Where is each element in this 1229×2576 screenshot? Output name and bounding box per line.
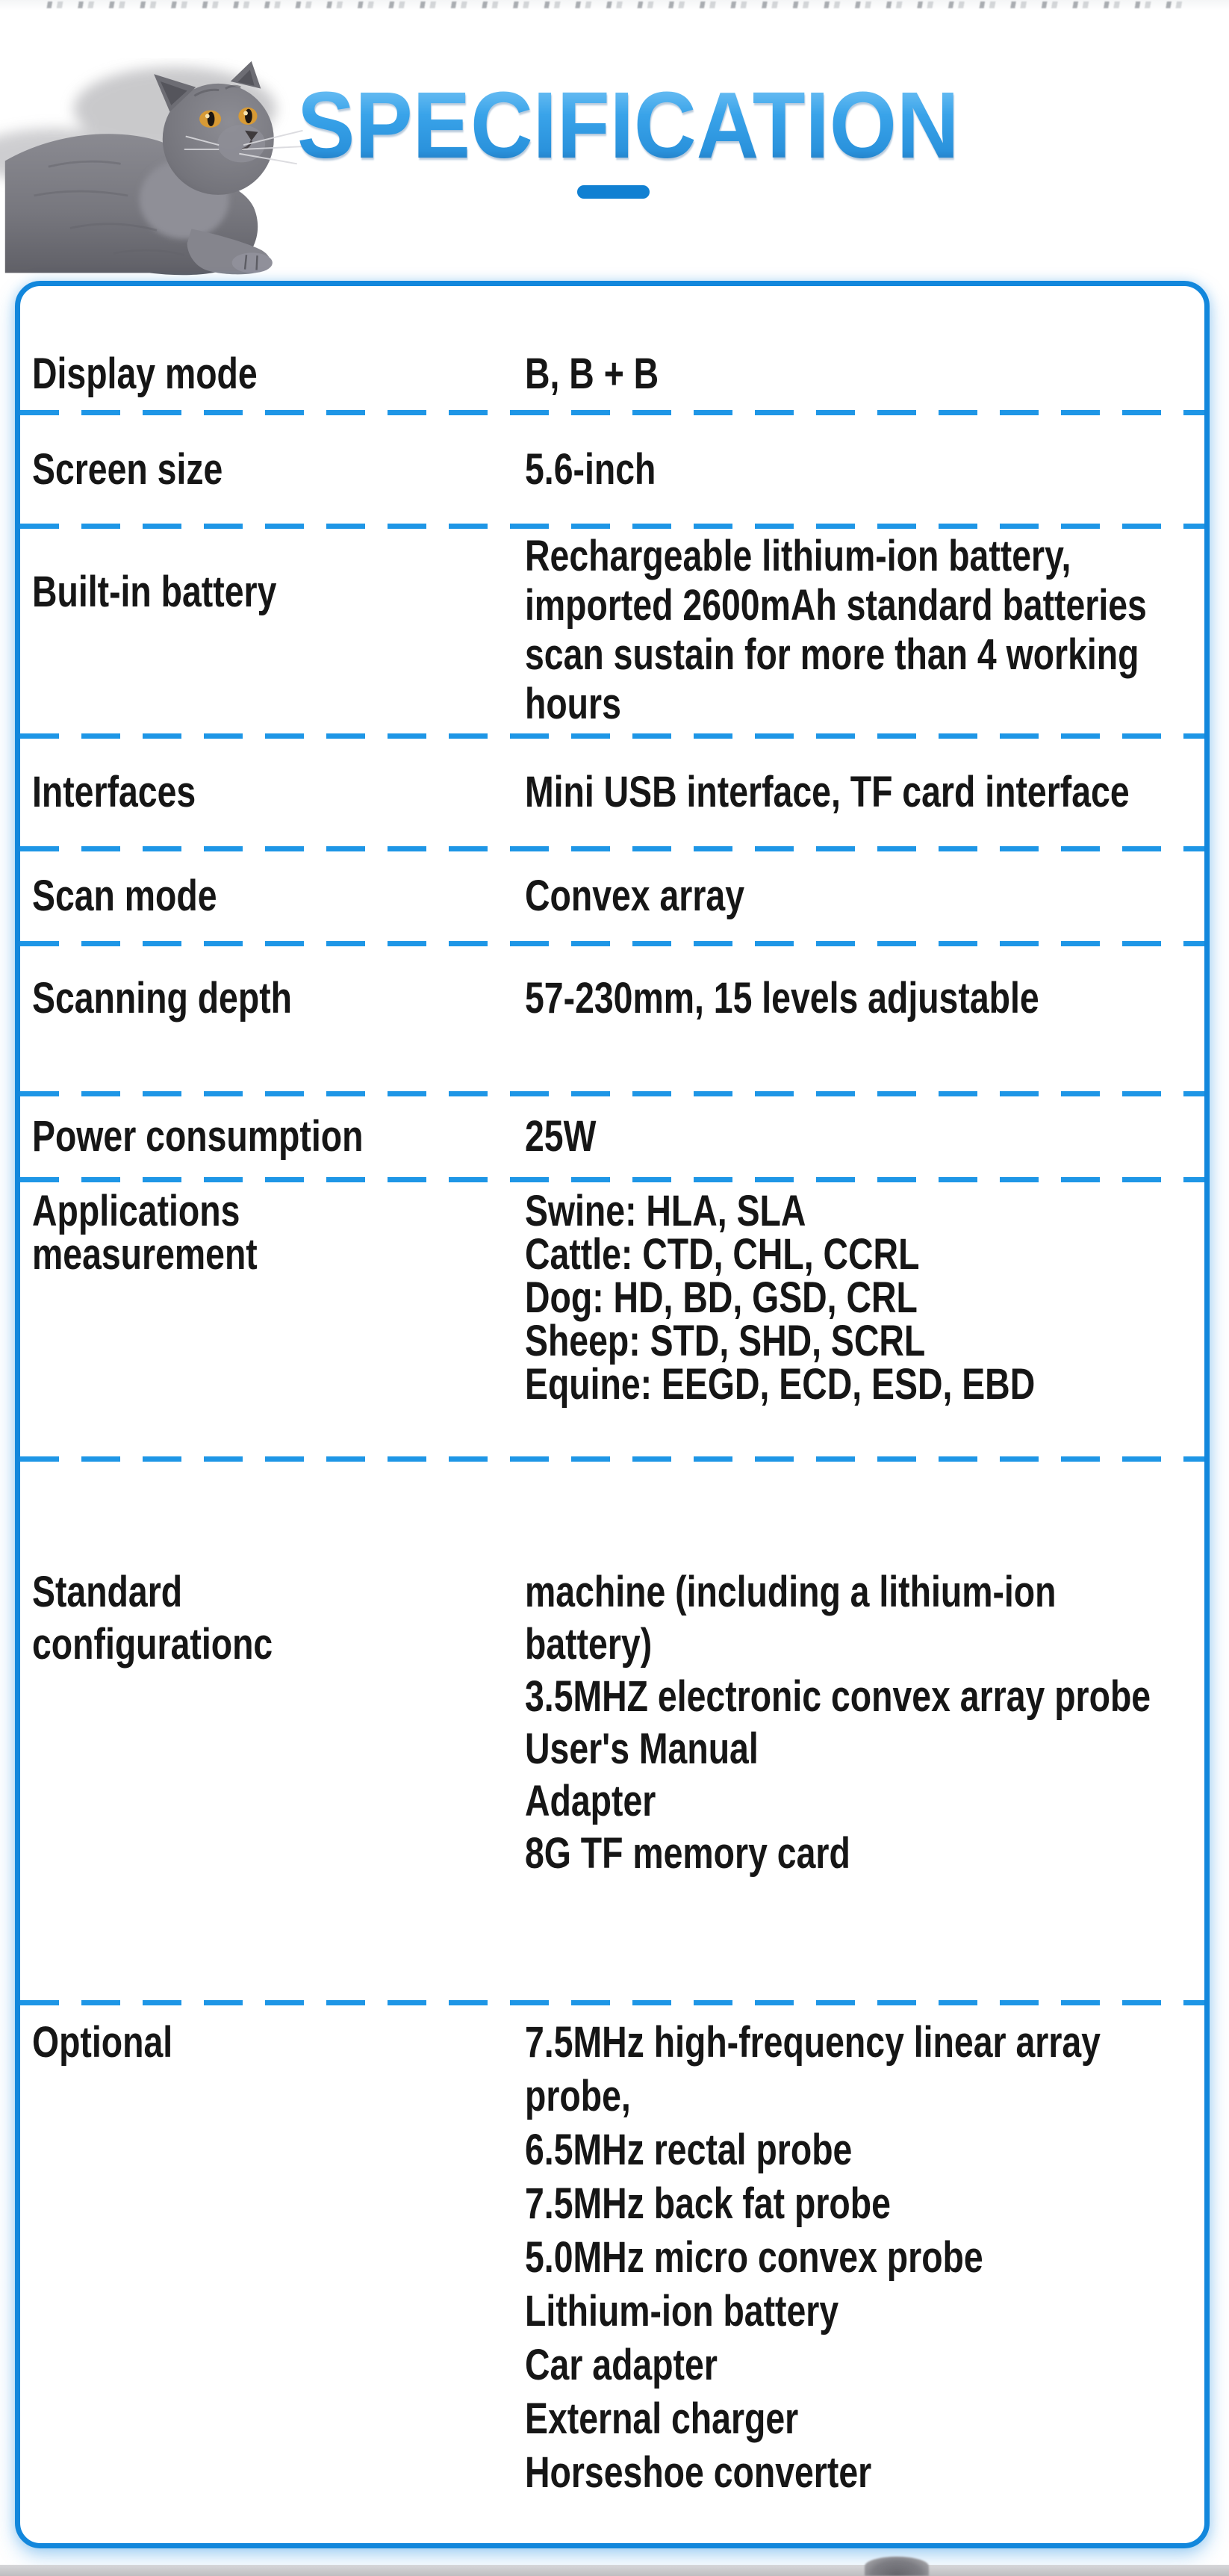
row-divider — [20, 846, 1204, 851]
spec-value-line: User's Manual — [525, 1725, 759, 1773]
cat-nose — [245, 130, 258, 141]
spec-row: Built-in battery Rechargeable lithium-ion… — [20, 529, 1204, 733]
spec-value-line: Sheep: STD, SHD, SCRL — [525, 1317, 926, 1365]
page-title: SPECIFICATION — [297, 70, 959, 181]
cat-eye-left — [199, 110, 222, 128]
spec-value-line: Lithium-ion battery — [525, 2287, 839, 2336]
spec-value: 7.5MHz high-frequency linear array probe,… — [525, 2005, 1204, 2500]
spec-row: Interfaces Mini USB interface, TF card in… — [20, 739, 1204, 846]
spec-value-line: battery) — [525, 1620, 653, 1669]
cat-photo — [0, 60, 305, 276]
spec-row: Scan mode Convex array — [20, 851, 1204, 941]
spec-value-line: Cattle: CTD, CHL, CCRL — [525, 1230, 920, 1279]
spec-label: Display mode — [20, 348, 525, 400]
spec-row: Optional 7.5MHz high-frequency linear arr… — [20, 2005, 1204, 2543]
spec-value-line: 7.5MHz back fat probe — [525, 2179, 891, 2228]
spec-label-line: Screen size — [32, 444, 223, 494]
spec-value-line: Equine: EEGD, ECD, ESD, EBD — [525, 1360, 1036, 1409]
spec-value-line: 5.0MHz micro convex probe — [525, 2233, 983, 2282]
top-edge-artifact-marks — [41, 1, 1192, 8]
spec-label-line: Power consumption — [32, 1112, 364, 1161]
spec-row: Screen size 5.6-inch — [20, 415, 1204, 524]
spec-value-line: Car adapter — [525, 2341, 718, 2389]
spec-label: Interfaces — [20, 766, 525, 819]
spec-label: Screen size — [20, 444, 525, 496]
spec-value-line: 25W — [525, 1112, 597, 1161]
spec-label-line: Optional — [32, 2018, 173, 2067]
spec-value-line: imported 2600mAh standard batteries — [525, 581, 1147, 630]
cat-whiskers — [184, 129, 305, 165]
row-divider — [20, 2000, 1204, 2005]
spec-label-line: Built-in battery — [32, 568, 277, 616]
spec-value-line: B, B + B — [525, 350, 659, 398]
bottom-edge-photo-fragment — [865, 2557, 929, 2576]
spec-label-line: configurationc — [32, 1620, 273, 1669]
spec-label-line: measurement — [32, 1230, 258, 1279]
spec-value-line: Horseshoe converter — [525, 2448, 872, 2497]
spec-value-line: Dog: HD, BD, GSD, CRL — [525, 1273, 918, 1322]
spec-label: Scanning depth — [20, 972, 525, 1025]
spec-label-line: Standard — [32, 1568, 183, 1616]
spec-row: Scanning depth 57-230mm, 15 levels adjust… — [20, 946, 1204, 1091]
spec-label-line: Applications — [32, 1187, 240, 1235]
row-divider — [20, 941, 1204, 946]
spec-value-line: Rechargeable lithium-ion battery, — [525, 532, 1071, 580]
spec-value: 5.6-inch — [525, 444, 1204, 496]
spec-value-line: 6.5MHz rectal probe — [525, 2126, 853, 2174]
spec-label: Scan mode — [20, 870, 525, 922]
spec-value: Rechargeable lithium-ion battery,importe… — [525, 529, 1204, 729]
spec-value-line: 7.5MHz high-frequency linear array — [525, 2018, 1101, 2067]
spec-value-line: Swine: HLA, SLA — [525, 1187, 806, 1235]
spec-value: Mini USB interface, TF card interface — [525, 766, 1204, 819]
row-divider — [20, 733, 1204, 739]
row-divider — [20, 1456, 1204, 1462]
spec-value-line: 5.6-inch — [525, 444, 656, 494]
row-divider — [20, 524, 1204, 529]
spec-label-line: Display mode — [32, 350, 258, 398]
spec-label-line: Interfaces — [32, 768, 196, 816]
spec-label: Optional — [20, 2005, 525, 2070]
spec-value-line: 3.5MHZ electronic convex array probe — [525, 1672, 1151, 1721]
spec-value-line: Mini USB interface, TF card interface — [525, 768, 1130, 816]
cat-eye-right — [238, 107, 258, 125]
spec-value: Convex array — [525, 870, 1204, 922]
spec-value-line: hours — [525, 680, 621, 728]
spec-label-line: Scanning depth — [32, 973, 292, 1022]
row-divider — [20, 410, 1204, 415]
spec-label: Power consumption — [20, 1111, 525, 1163]
spec-value: 25W — [525, 1111, 1204, 1163]
title-underline — [577, 185, 650, 199]
spec-label: Built-in battery — [20, 529, 525, 617]
spec-value-line: scan sustain for more than 4 working — [525, 630, 1139, 679]
spec-value-line: Convex array — [525, 872, 745, 920]
spec-value-line: 8G TF memory card — [525, 1829, 850, 1878]
spec-value-line: Adapter — [525, 1777, 656, 1825]
spec-value: B, B + B — [525, 348, 1204, 400]
top-edge-artifact — [0, 0, 1229, 10]
spec-row: Power consumption 25W — [20, 1096, 1204, 1177]
spec-row: Display mode B, B + B — [20, 286, 1204, 410]
spec-value-line: External charger — [525, 2395, 799, 2443]
bottom-edge-artifact — [0, 2565, 1229, 2576]
row-divider — [20, 1177, 1204, 1182]
spec-value-line: 57-230mm, 15 levels adjustable — [525, 973, 1039, 1022]
row-divider — [20, 1091, 1204, 1096]
spec-value: 57-230mm, 15 levels adjustable — [525, 972, 1204, 1025]
cat-paw — [231, 252, 273, 273]
spec-label-line: Scan mode — [32, 872, 217, 920]
spec-value-line: machine (including a lithium-ion — [525, 1568, 1057, 1616]
spec-value-line: probe, — [525, 2072, 631, 2120]
